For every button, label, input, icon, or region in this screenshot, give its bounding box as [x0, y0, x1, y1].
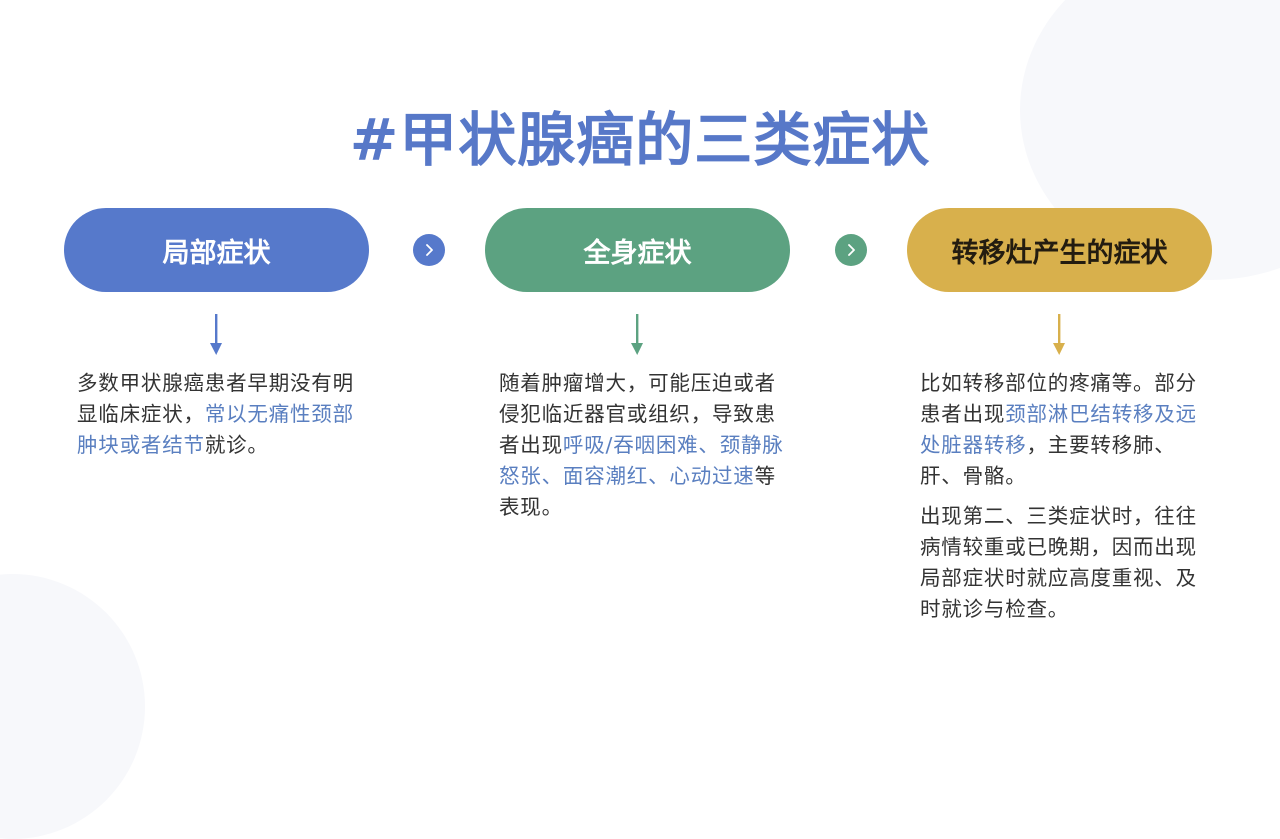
decorative-circle-bottom-left: [0, 574, 145, 839]
category-pill-local: 局部症状: [64, 208, 369, 292]
description-systemic: 随着肿瘤增大，可能压迫或者侵犯临近器官或组织，导致患者出现呼吸/吞咽困难、颈静脉…: [499, 368, 789, 523]
description-text: 等表现。: [499, 464, 776, 519]
description-paragraph: 出现第二、三类症状时，往往病情较重或已晚期，因而出现局部症状时就应高度重视、及时…: [920, 501, 1210, 625]
category-pill-metastasis: 转移灶产生的症状: [907, 208, 1212, 292]
description-local: 多数甲状腺癌患者早期没有明显临床症状，常以无痛性颈部肿块或者结节就诊。: [77, 368, 367, 461]
description-highlight: 常以无痛性颈部肿块或者结节: [77, 402, 354, 457]
description-highlight: 颈部淋巴结转移及远处脏器转移: [920, 402, 1197, 457]
page-title: #甲状腺癌的三类症状: [349, 106, 931, 174]
chevron-right-circle-icon: [835, 234, 867, 266]
category-pill-systemic: 全身症状: [485, 208, 790, 292]
description-text: 就诊。: [204, 433, 269, 457]
description-text: 多数甲状腺癌患者早期没有明显临床症状，: [77, 371, 354, 426]
description-metastasis: 比如转移部位的疼痛等。部分患者出现颈部淋巴结转移及远处脏器转移，主要转移肺、肝、…: [920, 368, 1210, 625]
description-highlight: 呼吸/吞咽困难、颈静脉怒张、面容潮红、心动过速: [499, 433, 784, 488]
description-paragraph: 比如转移部位的疼痛等。部分患者出现颈部淋巴结转移及远处脏器转移，主要转移肺、肝、…: [920, 368, 1210, 492]
description-text: 出现第二、三类症状时，往往病情较重或已晚期，因而出现局部症状时就应高度重视、及时…: [920, 504, 1197, 621]
arrow-down-icon: [1053, 314, 1065, 355]
description-paragraph: 多数甲状腺癌患者早期没有明显临床症状，常以无痛性颈部肿块或者结节就诊。: [77, 368, 367, 461]
description-text: ，主要转移肺、肝、骨骼。: [920, 433, 1176, 488]
description-paragraph: 随着肿瘤增大，可能压迫或者侵犯临近器官或组织，导致患者出现呼吸/吞咽困难、颈静脉…: [499, 368, 789, 523]
arrow-down-icon: [210, 314, 222, 355]
category-label: 全身症状: [583, 237, 692, 269]
category-label: 转移灶产生的症状: [951, 237, 1168, 269]
description-text: 比如转移部位的疼痛等。部分患者出现: [920, 371, 1197, 426]
chevron-right-circle-icon: [413, 234, 445, 266]
description-text: 随着肿瘤增大，可能压迫或者侵犯临近器官或组织，导致患者出现: [499, 371, 776, 457]
arrow-down-icon: [631, 314, 643, 355]
category-label: 局部症状: [162, 237, 271, 269]
